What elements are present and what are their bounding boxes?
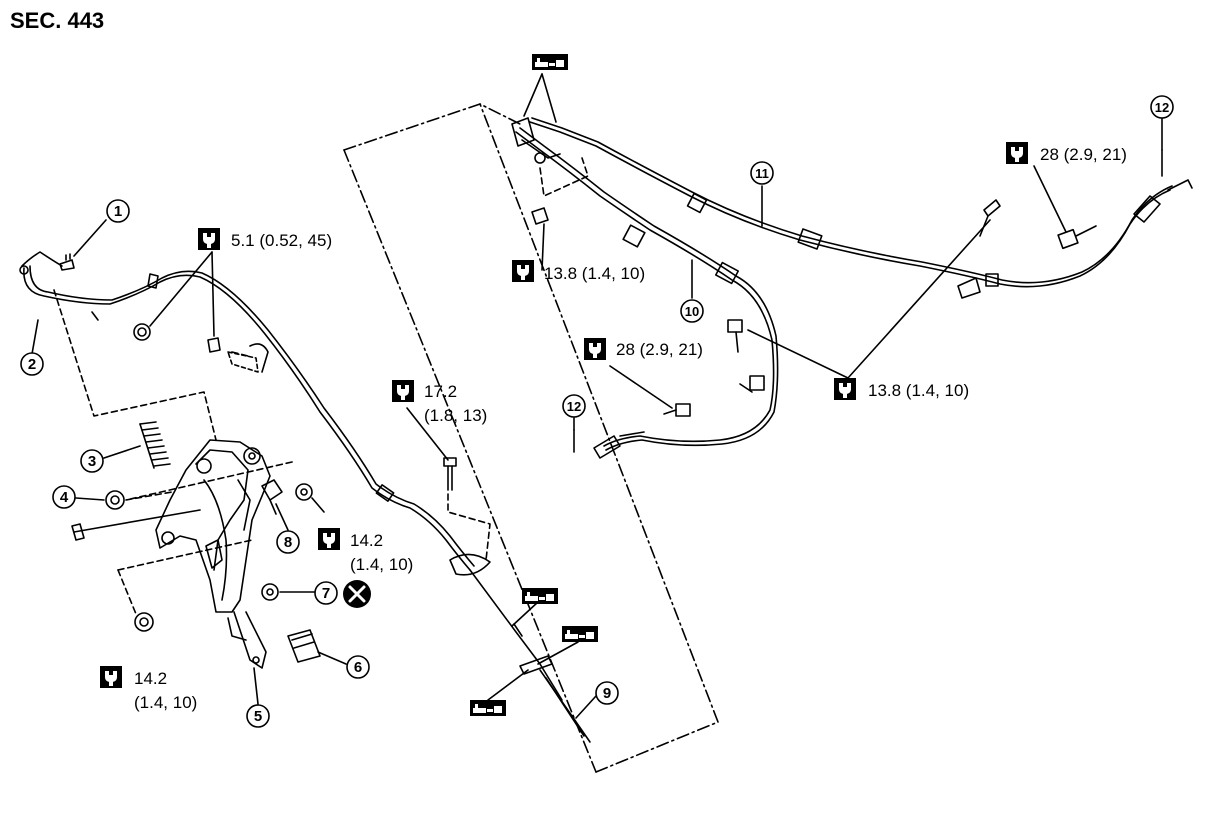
- callout-label: 10: [685, 304, 699, 319]
- assembly-frame: [343, 103, 719, 773]
- callout-10: [680, 299, 704, 323]
- reference-leaders: [53, 157, 589, 615]
- rear-cable-connector: [511, 117, 561, 164]
- torque-spec-rear-bolt-lower: 28 (2.9, 21): [616, 340, 703, 359]
- torque-wrench-icon: [1006, 142, 1028, 164]
- grease-gun-icon: [522, 588, 558, 604]
- pedal-pivot-bolt: [71, 509, 201, 541]
- return-spring: [139, 421, 171, 469]
- torque-wrench-icon: [100, 666, 122, 688]
- torque-spec-adjuster-bolt: 17.2: [424, 382, 458, 401]
- callout-7: [314, 581, 338, 605]
- callout-4: [52, 485, 76, 509]
- grease-gun-icon: [470, 700, 506, 716]
- rear-cable-bolt-right: [1057, 225, 1097, 250]
- torque-spec-front-cable-nuts: 5.1 (0.52, 45): [231, 231, 333, 250]
- callout-8: [276, 530, 300, 554]
- torque-wrench-icon: [392, 380, 414, 402]
- callout-label: 4: [60, 489, 69, 506]
- rear-cable-nut-1: [531, 207, 549, 225]
- callout-1: [106, 199, 130, 223]
- callout-label: 6: [354, 659, 362, 676]
- torque-spec-rear-cable-nut: 13.8 (1.4, 10): [544, 264, 646, 283]
- torque-spec-pedal-nut-upper: 14.2: [350, 531, 384, 550]
- cable-clip: [59, 253, 75, 271]
- pedal-nut-7: [261, 583, 279, 601]
- callout-label: 5: [254, 708, 262, 725]
- do-not-reuse-icon: [343, 580, 371, 608]
- switch-bracket: [261, 479, 283, 515]
- pedal-mount-nut-lower: [134, 612, 154, 632]
- parking-brake-pedal-assembly: [155, 439, 271, 669]
- torque-spec-rear-bolt-right: 28 (2.9, 21): [1040, 145, 1127, 164]
- callout-12-lower: [562, 394, 586, 418]
- torque-wrench-icon: [584, 338, 606, 360]
- callout-label: 8: [284, 534, 292, 551]
- callout-label: 1: [114, 203, 122, 220]
- torque-wrench-icon: [318, 528, 340, 550]
- callout-6: [346, 655, 370, 679]
- callout-label: 3: [88, 453, 96, 470]
- callout-leaders: [31, 73, 1163, 719]
- grease-gun-icon: [532, 54, 568, 70]
- torque-wrench-icon: [512, 260, 534, 282]
- torque-wrench-icon: [198, 228, 220, 250]
- grease-gun-icon: [562, 626, 598, 642]
- callout-5: [246, 704, 270, 728]
- adjuster-bolt: [443, 457, 457, 491]
- front-cable-nuts: [133, 323, 269, 373]
- front-cable: [19, 251, 475, 571]
- rear-cable-bolt-mid: [727, 319, 743, 353]
- callout-label: 9: [603, 685, 611, 702]
- torque-spec-pedal-nut-lower-units: (1.4, 10): [134, 693, 198, 712]
- pedal-mount-nut-upper: [295, 483, 313, 501]
- callout-3: [80, 449, 104, 473]
- rear-cable-lh: [515, 127, 779, 459]
- pedal-nut-4: [105, 490, 125, 510]
- rear-cable-bolt-lower: [663, 403, 691, 417]
- callout-2: [20, 352, 44, 376]
- callout-label: 11: [755, 166, 769, 181]
- torque-spec-pedal-nut-lower: 14.2: [134, 669, 168, 688]
- torque-spec-pedal-nut-upper-units: (1.4, 10): [350, 555, 414, 574]
- callout-label: 12: [567, 399, 581, 414]
- callout-label: 12: [1155, 100, 1169, 115]
- pedal-pad: [287, 629, 321, 663]
- callout-label: 7: [322, 585, 330, 602]
- rear-cable-bolt-upper: [979, 199, 1001, 237]
- callout-12-upper: [1150, 95, 1174, 119]
- rear-cable-rh: [529, 117, 1193, 299]
- torque-spec-adjuster-bolt-units: (1.8, 13): [424, 406, 488, 425]
- callout-label: 2: [28, 356, 36, 373]
- callout-9: [595, 681, 619, 705]
- callout-11: [750, 161, 774, 185]
- torque-spec-rear-bolt-mid: 13.8 (1.4, 10): [868, 381, 970, 400]
- torque-wrench-icon: [834, 378, 856, 400]
- section-label: SEC. 443: [10, 8, 105, 33]
